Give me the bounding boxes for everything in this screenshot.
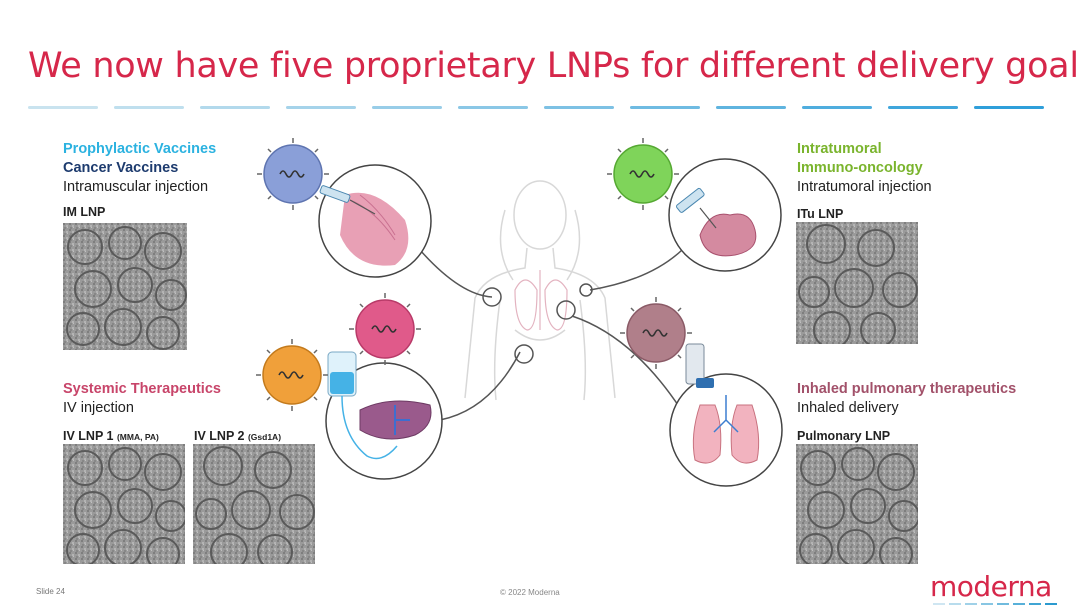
lnp-particle-icon xyxy=(619,296,693,370)
lnp-particle-icon xyxy=(255,338,329,412)
im-heading-cancer: Cancer Vaccines xyxy=(63,160,179,176)
im-heading-prophylactic: Prophylactic Vaccines xyxy=(63,141,217,157)
itu-route: Intratumoral injection xyxy=(797,179,932,195)
itu-lnp-label: ITu LNP xyxy=(797,207,844,221)
lnp-particle-icon xyxy=(606,137,680,211)
pulm-lnp-label: Pulmonary LNP xyxy=(797,429,891,443)
slide-number: Slide 24 xyxy=(36,587,65,596)
pulm-route: Inhaled delivery xyxy=(797,400,899,416)
iv-section: Systemic Therapeutics IV injection xyxy=(63,380,221,418)
logo-underline xyxy=(933,603,1057,605)
iv-lnp1-label: IV LNP 1 (MMA, PA) xyxy=(63,429,159,443)
body-figure xyxy=(464,180,616,401)
target-liver-marker xyxy=(514,344,534,364)
iv-lnp2-label: IV LNP 2 (Gsd1A) xyxy=(194,429,281,443)
syringe-icon xyxy=(319,185,376,215)
pulm-heading: Inhaled pulmonary therapeutics xyxy=(797,381,1017,397)
moderna-logo: moderna xyxy=(930,570,1052,603)
internal-organs xyxy=(514,270,568,331)
itu-heading-immuno: Immuno-oncology xyxy=(797,160,923,176)
tumor-illustration xyxy=(668,158,782,272)
connector-lines xyxy=(419,249,683,421)
lnp-particle-icon xyxy=(348,292,422,366)
iv-lnp1-name: IV LNP 1 xyxy=(63,429,114,443)
target-muscle-marker xyxy=(482,287,502,307)
im-section: Prophylactic Vaccines Cancer Vaccines In… xyxy=(63,140,216,197)
iv-heading: Systemic Therapeutics xyxy=(63,381,221,397)
itu-heading-intratumoral: Intratumoral xyxy=(797,141,882,157)
iv-bag-icon xyxy=(327,351,398,460)
muscle-illustration xyxy=(318,164,432,278)
im-route: Intramuscular injection xyxy=(63,179,209,195)
iv-lnp1-sub: (MMA, PA) xyxy=(116,432,159,442)
target-tumor-marker xyxy=(579,283,593,297)
pulm-section: Inhaled pulmonary therapeutics Inhaled d… xyxy=(797,380,1016,418)
syringe-icon xyxy=(676,187,717,229)
copyright: © 2022 Moderna xyxy=(500,588,560,597)
itu-section: Intratumoral Immuno-oncology Intratumora… xyxy=(797,140,932,197)
inhaler-icon xyxy=(685,343,714,388)
iv-lnp2-name: IV LNP 2 xyxy=(194,429,245,443)
title-divider xyxy=(28,106,1056,110)
iv-route: IV injection xyxy=(63,400,134,416)
slide-title: We now have five proprietary LNPs for di… xyxy=(28,46,1080,86)
iv-lnp2-sub: (Gsd1A) xyxy=(247,432,282,442)
lnp-particle-icon xyxy=(256,137,330,211)
lungs-illustration xyxy=(669,373,783,487)
target-lung-marker xyxy=(556,300,576,320)
im-lnp-label: IM LNP xyxy=(63,205,106,219)
